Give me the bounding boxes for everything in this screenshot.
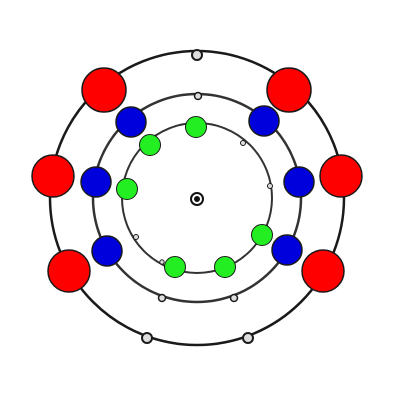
red-dot [266, 67, 312, 113]
inner-ring-marker [240, 140, 246, 146]
outer-ring-marker [191, 49, 203, 61]
red-dot [301, 249, 345, 293]
inner-ring-marker [133, 234, 139, 240]
outer-ring-marker [141, 332, 153, 344]
green-dot [185, 116, 207, 138]
blue-dot [91, 235, 123, 267]
ring-markers [133, 49, 273, 344]
blue-dot [271, 234, 303, 266]
inner-ring-marker [159, 259, 165, 265]
nucleus-dot-icon [190, 192, 204, 206]
ring-dots [31, 67, 363, 293]
blue-dot [248, 105, 280, 137]
blue-dot [115, 106, 147, 138]
inner-ring-marker [267, 183, 273, 189]
red-dot [81, 67, 127, 113]
green-dot [116, 178, 138, 200]
red-dot [31, 154, 75, 198]
green-dot [214, 256, 236, 278]
green-dot [139, 134, 161, 156]
red-dot [47, 249, 91, 293]
middle-ring-marker [157, 293, 167, 303]
middle-ring-marker [193, 91, 203, 101]
blue-dot [80, 166, 112, 198]
green-dot [164, 256, 186, 278]
blue-dot [283, 166, 315, 198]
middle-ring-marker [229, 293, 239, 303]
green-dot [251, 224, 273, 246]
outer-ring-marker [242, 332, 254, 344]
red-dot [319, 154, 363, 198]
